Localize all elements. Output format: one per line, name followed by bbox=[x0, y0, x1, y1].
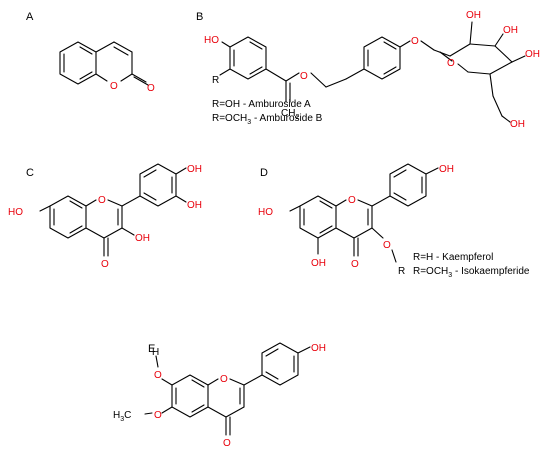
kaempferol-legend-line-1: R=H - Kaempferol bbox=[413, 252, 493, 263]
fisetin-4prime-oh: OH bbox=[187, 164, 202, 175]
panel-d-letter: D bbox=[260, 167, 268, 179]
amburoside-sugar-oh-4: OH bbox=[510, 119, 525, 130]
kaempferol-3-ether-oxygen: O bbox=[383, 240, 391, 251]
flavone-e-methyl: H3C bbox=[113, 410, 131, 423]
amburoside-sugar-oh-3: OH bbox=[525, 49, 540, 60]
coumarin-bonds bbox=[59, 41, 149, 86]
amburoside-sugar-oh-2: OH bbox=[503, 25, 518, 36]
amburoside-r-group: R bbox=[212, 75, 219, 86]
kaempferol-r-group: R bbox=[398, 266, 405, 277]
kaempferol-bonds bbox=[289, 163, 439, 263]
fisetin-3-oh: OH bbox=[135, 233, 150, 244]
amburoside-phenol-oh: HO bbox=[204, 35, 219, 46]
amburoside-glycosidic-oxygen: O bbox=[411, 36, 419, 47]
fisetin-7-oh: HO bbox=[8, 207, 23, 218]
panel-a: A O O bbox=[26, 11, 155, 94]
panel-d: D HO O bbox=[258, 163, 530, 279]
flavone-e-bonds bbox=[144, 342, 311, 436]
flavone-e-4prime-oh: OH bbox=[311, 343, 326, 354]
panel-c-letter: C bbox=[26, 167, 34, 179]
fisetin-3prime-oh: OH bbox=[187, 200, 202, 211]
amburoside-legend-line-2: R=OCH3 - Amburoside B bbox=[212, 113, 323, 126]
kaempferol-ring-oxygen: O bbox=[348, 195, 356, 206]
panel-a-letter: A bbox=[26, 11, 34, 23]
panel-b-letter: B bbox=[196, 11, 203, 23]
kaempferol-legend-line-2: R=OCH3 - Isokaempferide bbox=[413, 266, 530, 279]
panel-c: C HO O O bbox=[8, 163, 202, 270]
flavone-e-6-oxygen: O bbox=[154, 410, 162, 421]
kaempferol-carbonyl-oxygen: O bbox=[351, 259, 359, 270]
fisetin-ring-oxygen: O bbox=[98, 195, 106, 206]
fisetin-bonds bbox=[39, 163, 187, 257]
flavone-e-7-oxygen: O bbox=[154, 370, 162, 381]
amburoside-ch2: CH2 bbox=[281, 108, 299, 121]
kaempferol-7-oh: HO bbox=[258, 207, 273, 218]
amburoside-bonds bbox=[219, 21, 526, 123]
amburoside-sugar-ring-oxygen: O bbox=[447, 58, 455, 69]
fisetin-carbonyl-oxygen: O bbox=[101, 259, 109, 270]
panel-e-letter: E bbox=[148, 343, 155, 355]
amburoside-sugar-oh-1: OH bbox=[466, 10, 481, 21]
amburoside-legend-line-1: R=OH - Amburoside A bbox=[212, 99, 311, 110]
coumarin-ring-oxygen: O bbox=[110, 81, 118, 92]
flavone-e-hydroxyl-h: H bbox=[152, 347, 159, 358]
flavone-e-ring-oxygen: O bbox=[220, 374, 228, 385]
panel-e: E H O bbox=[113, 342, 326, 449]
kaempferol-4prime-oh: OH bbox=[439, 164, 454, 175]
coumarin-carbonyl-oxygen: O bbox=[147, 83, 155, 94]
amburoside-ether-oxygen: O bbox=[300, 71, 308, 82]
flavone-e-carbonyl-oxygen: O bbox=[223, 438, 231, 449]
panel-b: B bbox=[196, 10, 540, 130]
kaempferol-5-oh: OH bbox=[311, 258, 326, 269]
